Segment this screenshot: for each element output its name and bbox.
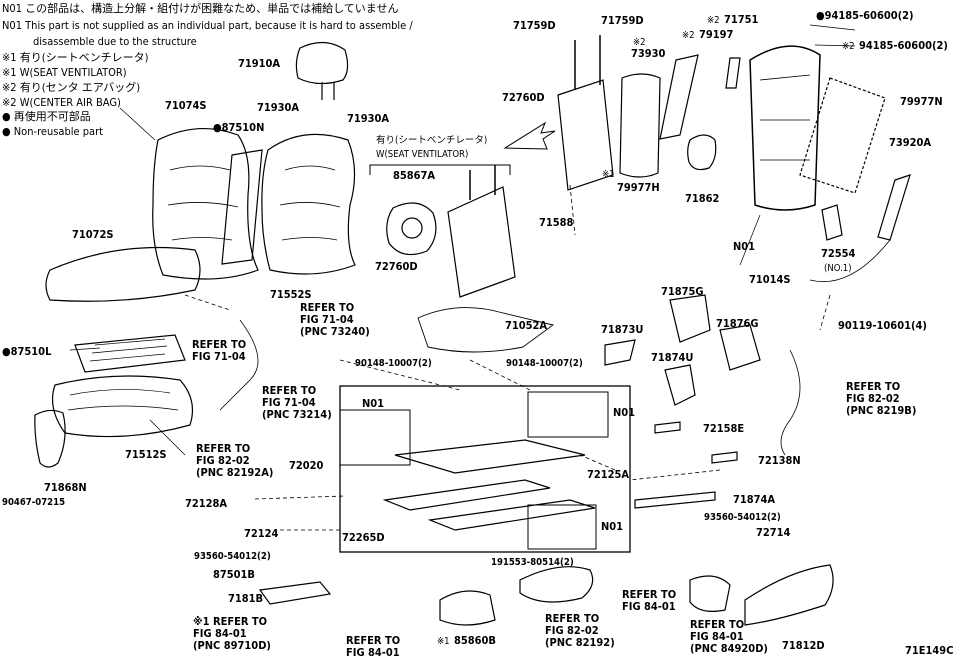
label-90148-a: 90148-10007(2)	[355, 358, 432, 369]
label-90119: 90119-10601(4)	[838, 319, 927, 332]
label-71876G: 71876G	[716, 317, 759, 330]
label-71874A: 71874A	[733, 493, 776, 506]
label-71072S: 71072S	[72, 228, 114, 241]
label-N01-c: N01	[613, 406, 636, 419]
label-N01-d: N01	[601, 520, 624, 533]
label-71812D: 71812D	[782, 639, 825, 652]
label-71759D-2: 71759D	[601, 14, 644, 27]
mark-x2-94185: ※2	[842, 41, 855, 52]
label-90148-b: 90148-10007(2)	[506, 358, 583, 369]
label-N01-a: N01	[733, 240, 756, 253]
note-x2-jp: ※2 有り(センタ エアバッグ)	[2, 81, 141, 94]
label-71862: 71862	[685, 192, 720, 205]
label-79197: 79197	[699, 28, 734, 41]
label-90467: 90467-07215	[2, 497, 66, 508]
note-n01-jp: N01 この部品は、構造上分解・組付けが困難なため、単品では補給していません	[2, 2, 399, 15]
label-72138N: 72138N	[758, 454, 801, 467]
label-79977N: 79977N	[900, 95, 943, 108]
label-87501B: 87501B	[213, 568, 255, 581]
label-71052A: 71052A	[505, 319, 548, 332]
note-x2-en: ※2 W(CENTER AIR BAG)	[2, 96, 121, 109]
label-71910A: 71910A	[238, 57, 281, 70]
label-71074S: 71074S	[165, 99, 207, 112]
label-85860B: 85860B	[454, 634, 496, 647]
label-72125A: 72125A	[587, 468, 630, 481]
mark-x2-73930: ※2	[633, 37, 646, 48]
label-87510N: ●87510N	[213, 121, 265, 134]
label-71512S: 71512S	[125, 448, 167, 461]
label-71873U: 71873U	[601, 323, 644, 336]
label-93560-b: 93560-54012(2)	[704, 512, 781, 523]
note-x1-jp: ※1 有り(シートベンチレータ)	[2, 51, 149, 64]
label-72760D-2: 72760D	[375, 260, 418, 273]
label-72020: 72020	[289, 459, 324, 472]
note-reuse-jp: ● 再使用不可部品	[2, 110, 91, 123]
label-71014S: 71014S	[749, 273, 791, 286]
label-87510L: ●87510L	[2, 345, 52, 358]
note-reuse-en: ● Non-reusable part	[2, 125, 104, 138]
label-72158E: 72158E	[703, 422, 745, 435]
label-71868N: 71868N	[44, 481, 87, 494]
label-73930: 73930	[631, 47, 666, 60]
note-n01-en2: disassemble due to the structure	[33, 35, 197, 48]
label-71759D-1: 71759D	[513, 19, 556, 32]
mark-x1-85860B: ※1	[437, 636, 450, 647]
mark-x2-71751: ※2	[707, 15, 720, 26]
label-71874U: 71874U	[651, 351, 694, 364]
label-71552S: 71552S	[270, 288, 312, 301]
label-72128A: 72128A	[185, 497, 228, 510]
label-72554: 72554	[821, 247, 856, 260]
diagram-id: 71E149C	[905, 644, 954, 657]
label-93560-a: 93560-54012(2)	[194, 551, 271, 562]
label-85867A: 85867A	[393, 169, 436, 182]
note-x1-en: ※1 W(SEAT VENTILATOR)	[2, 66, 127, 79]
label-7181B: 7181B	[228, 592, 264, 605]
note-n01-en: N01 This part is not supplied as an indi…	[2, 19, 413, 32]
label-71875G: 71875G	[661, 285, 704, 298]
label-71588: 71588	[539, 216, 574, 229]
label-N01-b: N01	[362, 397, 385, 410]
label-71751: 71751	[724, 13, 759, 26]
label-72124: 72124	[244, 527, 279, 540]
label-71930A-1: 71930A	[257, 101, 300, 114]
label-94185-a: ●94185-60600(2)	[816, 9, 914, 22]
label-72554-no1: (NO.1)	[824, 263, 852, 274]
label-79977H: 79977H	[617, 181, 660, 194]
mark-x2-79197: ※2	[682, 30, 695, 41]
label-94185-b: 94185-60600(2)	[859, 39, 948, 52]
callout-en: W(SEAT VENTILATOR)	[376, 149, 469, 160]
label-72265D: 72265D	[342, 531, 385, 544]
label-191553: 191553-80514(2)	[491, 557, 574, 568]
label-71930A-2: 71930A	[347, 112, 390, 125]
callout-jp: 有り(シートベンチレータ)	[376, 135, 488, 146]
label-73920A: 73920A	[889, 136, 932, 149]
mark-x1-79977H: ※1	[602, 169, 615, 180]
label-72760D-1: 72760D	[502, 91, 545, 104]
label-72714: 72714	[756, 526, 791, 539]
